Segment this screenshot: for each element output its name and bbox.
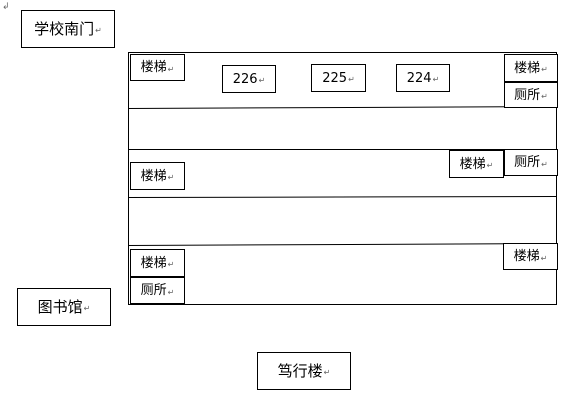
paragraph-mark: ↵ (432, 75, 440, 84)
toilet-text: 厕所 (140, 283, 167, 298)
toilet-top-right: 厕所↵ (504, 82, 558, 108)
paragraph-mark: ↵ (486, 161, 494, 170)
stair-text: 楼梯 (140, 60, 167, 75)
paragraph-mark: ↵ (83, 304, 91, 313)
floor-line-4 (127, 243, 557, 246)
paragraph-mark: ↵ (258, 76, 266, 85)
stair-middle-left: 楼梯↵ (130, 162, 185, 190)
paragraph-mark: ↵ (167, 287, 175, 297)
paragraph-mark: ↵ (541, 92, 548, 101)
paragraph-mark: ↵ (541, 65, 548, 74)
library-label: 图书馆↵ (17, 288, 111, 326)
room-225: 225↵ (311, 64, 366, 92)
room-226-text: 226 (232, 71, 258, 87)
room-226: 226↵ (222, 65, 276, 93)
paragraph-mark: ↵ (323, 368, 331, 377)
stair-text: 楼梯 (140, 255, 167, 271)
paragraph-mark: ↵ (541, 159, 548, 169)
duxing-building-label: 笃行楼↵ (257, 352, 351, 390)
stair-top-right: 楼梯↵ (504, 54, 558, 82)
paragraph-mark: ↵ (167, 173, 175, 182)
paragraph-mark: ↵ (540, 253, 548, 263)
stair-bottom-left: 楼梯↵ (130, 249, 185, 277)
corner-paragraph-mark: ↲ (2, 2, 10, 12)
south-gate-text: 学校南门 (34, 19, 95, 38)
paragraph-mark: ↵ (348, 75, 355, 84)
south-gate-label: 学校南门↵ (21, 10, 115, 48)
stair-text: 楼梯 (140, 168, 167, 184)
room-225-text: 225 (322, 70, 348, 86)
floor-line-1 (127, 106, 557, 109)
paragraph-mark: ↵ (95, 26, 102, 35)
duxing-building-text: 笃行楼 (277, 361, 323, 380)
room-224: 224↵ (396, 64, 450, 92)
room-224-text: 224 (406, 70, 432, 86)
toilet-middle-right: 厕所↵ (504, 149, 558, 176)
toilet-bottom-left: 厕所↵ (130, 277, 185, 304)
stair-text: 楼梯 (513, 249, 540, 264)
toilet-text: 厕所 (514, 87, 541, 103)
paragraph-mark: ↵ (167, 64, 175, 74)
paragraph-mark: ↵ (167, 260, 175, 269)
stair-middle-right: 楼梯↵ (449, 150, 504, 178)
floor-line-3 (127, 196, 557, 198)
library-text: 图书馆 (37, 297, 83, 316)
stair-text: 楼梯 (514, 60, 541, 76)
toilet-text: 厕所 (514, 155, 541, 170)
stair-bottom-right: 楼梯↵ (503, 243, 558, 270)
stair-text: 楼梯 (459, 156, 486, 172)
stair-top-left: 楼梯↵ (130, 54, 185, 81)
building-frame (128, 52, 557, 305)
